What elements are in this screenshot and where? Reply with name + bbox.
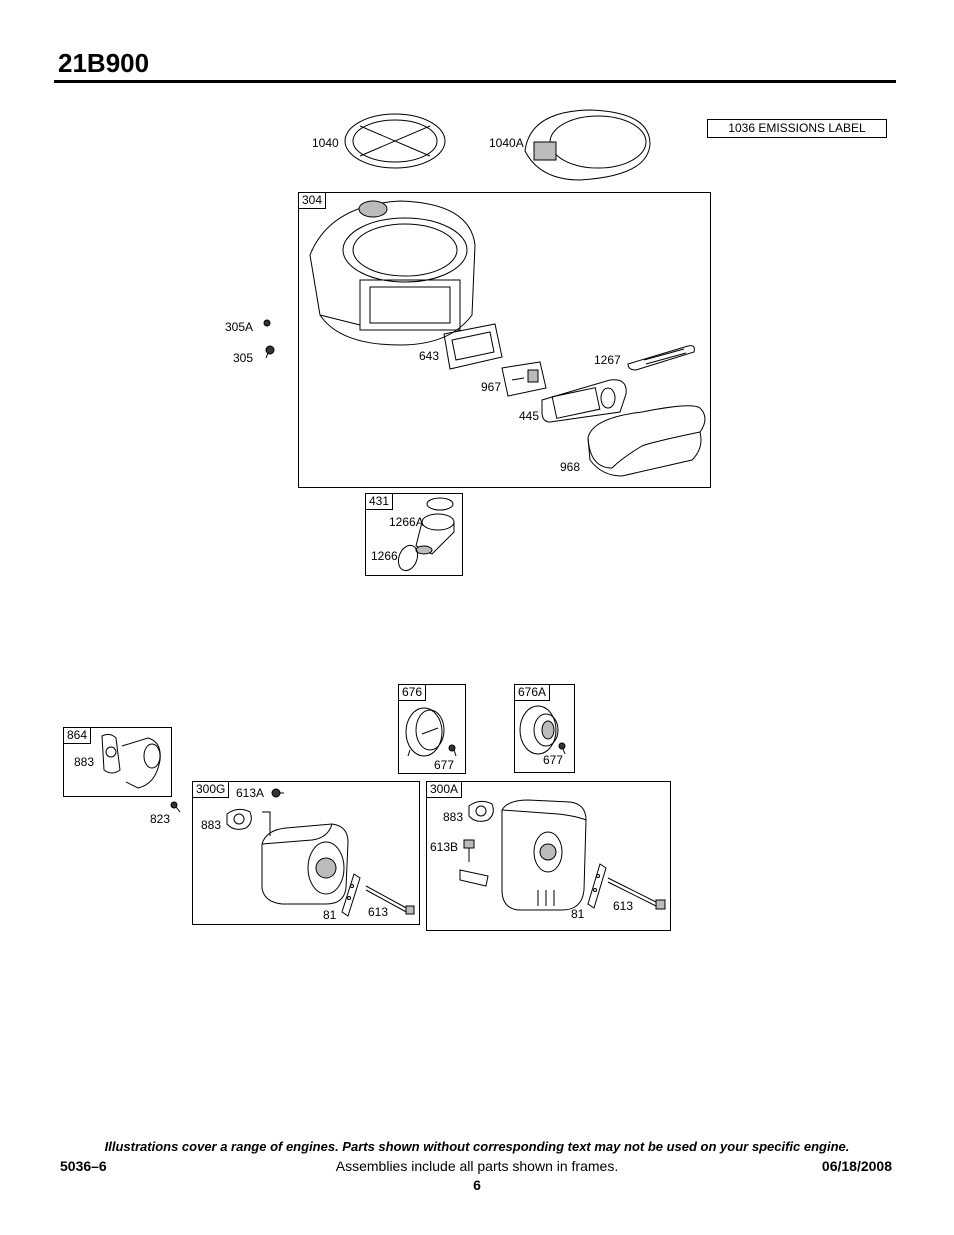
bolt-icon: [607, 877, 666, 910]
part-label: 967: [481, 380, 502, 394]
screen-plate-illustration: [524, 109, 651, 181]
bolt-icon: [463, 839, 475, 862]
frame-tag: 304: [299, 193, 327, 209]
part-label: 1040: [312, 136, 339, 150]
part-label: 883: [443, 810, 464, 824]
part-label: 883: [201, 818, 222, 832]
frame-tag: 300G: [193, 782, 230, 798]
panel-445-illustration: [541, 379, 627, 423]
part-label: 1266: [371, 549, 398, 563]
screen-ring-illustration: [344, 113, 446, 169]
part-label: 81: [571, 907, 585, 921]
page-number: 6: [473, 1177, 481, 1193]
part-label: 81: [323, 908, 337, 922]
deflector-676-illustration: [405, 707, 457, 757]
bolt-icon: [365, 885, 415, 915]
part-label: 613: [613, 899, 634, 913]
document-date: 06/18/2008: [821, 1158, 892, 1174]
frame-tag: 676: [399, 685, 427, 701]
bracket-643-illustration: [443, 323, 503, 370]
assemblies-note: Assemblies include all parts shown in fr…: [335, 1158, 619, 1174]
part-label: 1040A: [489, 136, 524, 150]
part-label: 613B: [430, 840, 459, 854]
part-label: 613: [368, 905, 389, 919]
header-rule: [54, 80, 896, 83]
part-label: 643: [419, 349, 440, 363]
part-label: 445: [519, 409, 540, 423]
part-label: 1267: [594, 353, 621, 367]
document-number: 5036–6: [60, 1158, 107, 1174]
grille-1267-illustration: [627, 345, 695, 371]
strap-icon: [587, 863, 607, 909]
part-label: 1266A: [389, 515, 424, 529]
screw-icon: [265, 345, 275, 359]
screw-icon: [170, 801, 181, 813]
screw-icon: [271, 788, 284, 798]
part-label: 613A: [236, 786, 265, 800]
bolt-icon: [263, 319, 271, 327]
frame-tag: 676A: [515, 685, 551, 701]
page-title: 21B900: [58, 48, 150, 78]
label-967-illustration: [501, 361, 547, 397]
part-label: 883: [74, 755, 95, 769]
part-label: 823: [150, 812, 171, 826]
disclaimer-note: Illustrations cover a range of engines. …: [104, 1139, 850, 1154]
emissions-label-box: 1036 EMISSIONS LABEL: [707, 119, 887, 138]
frame-300a: 300A: [426, 781, 671, 931]
part-label: 968: [560, 460, 581, 474]
frame-tag: 864: [64, 728, 92, 744]
gasket-icon: [468, 800, 494, 822]
frame-304: 304: [298, 192, 711, 488]
cover-968-illustration: [587, 405, 706, 477]
gasket-adapter-864-illustration: [101, 733, 161, 789]
part-label: 677: [543, 753, 564, 767]
gasket-icon: [226, 808, 252, 830]
frame-676a: 676A: [514, 684, 575, 773]
frame-300g: 300G: [192, 781, 420, 925]
frame-864: 864: [63, 727, 172, 797]
frame-676: 676: [398, 684, 466, 774]
part-label: 305: [233, 351, 254, 365]
elbow-431-illustration: [397, 497, 455, 572]
strap-icon: [341, 873, 361, 917]
frame-tag: 300A: [427, 782, 463, 798]
blower-housing-illustration: [309, 200, 476, 346]
frame-431: 431: [365, 493, 463, 576]
muffler-300g-illustration: [261, 811, 349, 905]
frame-tag: 431: [366, 494, 394, 510]
muffler-300a-illustration: [459, 799, 587, 911]
deflector-676a-illustration: [519, 705, 566, 755]
part-label: 677: [434, 758, 455, 772]
part-label: 305A: [225, 320, 254, 334]
